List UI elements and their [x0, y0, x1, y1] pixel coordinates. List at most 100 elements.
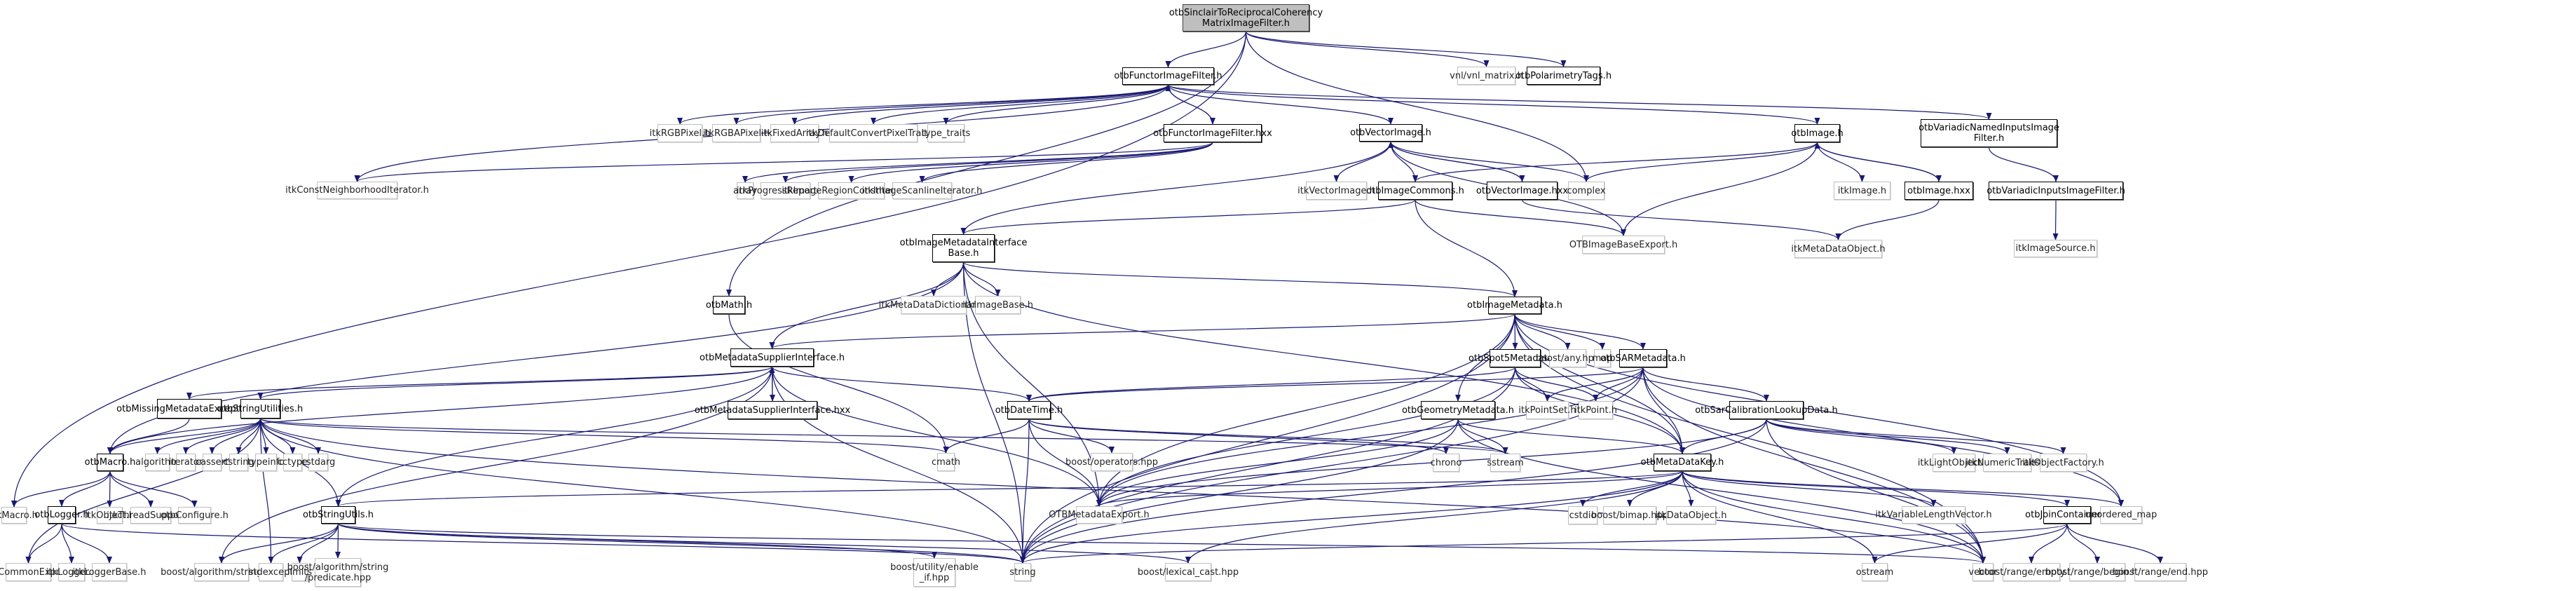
edge-stringUtilities-to-stdexcept: [259, 418, 274, 564]
edge-stringUtilities-to-otbMacro: [107, 418, 261, 454]
edge-imageMetadata-to-string: [1020, 313, 1515, 564]
edge-sarMetadata-to-metaDataKey: [1642, 367, 1685, 454]
node-date-time[interactable]: otbDateTime.h: [995, 401, 1063, 419]
edge-imageMetadataIfBase-to-string: [962, 261, 1025, 564]
edge-sarMetadata-to-unorderedMap: [1642, 367, 2124, 507]
edge-imageCommons-to-imageMetadataIfBase: [960, 199, 1416, 235]
edge-metaDataKey-to-stringUtils: [336, 470, 1683, 507]
node-sar-metadata[interactable]: otbSARMetadata.h: [1600, 349, 1686, 367]
edge-stringUtils-to-boostLexicalCast: [337, 523, 1191, 564]
edge-sarCalibLookup-to-itkLightObject: [1766, 419, 1957, 454]
edge-otbImage-to-otbImageBaseExport: [1621, 142, 1818, 236]
edge-root-to-otbMath: [726, 31, 1247, 297]
edge-imageMetadataIfBase-to-imageMetadata: [962, 261, 1518, 297]
node-complex: complex: [1567, 182, 1606, 200]
node-functor-image-filter[interactable]: otbFunctorImageFilter.h: [1114, 67, 1222, 85]
edge-otbLogger-to-itkLogger: [61, 523, 74, 564]
edge-otbImage-to-complex: [1583, 142, 1818, 182]
node-metadata-supplier-if[interactable]: otbMetadataSupplierInterface.h: [700, 348, 845, 367]
edge-vectorImage-to-itkVectorImage: [1333, 141, 1391, 182]
edge-otbImageHxx-to-itkMetaDataObject: [1835, 199, 1940, 240]
edge-otbMath-to-cmath: [728, 313, 949, 454]
node-sar-calib-lookup[interactable]: otbSarCalibrationLookupData.h: [1695, 401, 1838, 419]
node-boost-range-begin: boost/range/begin.hpp: [2045, 563, 2149, 581]
node-variadic-inputs[interactable]: otbVariadicInputsImageFilter.h: [1986, 182, 2125, 200]
node-otb-logger[interactable]: otbLogger.h: [34, 506, 89, 524]
node-vector-image-hxx[interactable]: otbVectorImage.hxx: [1476, 182, 1568, 200]
node-otb-math[interactable]: otbMath.h: [706, 296, 752, 314]
edge-joinContainer-to-string: [1020, 523, 2068, 564]
node-cassert: cassert: [196, 454, 229, 471]
edge-dateTime-to-cmath: [943, 419, 1030, 454]
node-string-utils[interactable]: otbStringUtils.h: [303, 506, 374, 524]
node-itk-logger: itkLogger.h: [46, 563, 97, 581]
edge-otbLogger-to-otbCommonExport: [25, 523, 62, 564]
node-vector: vector: [1968, 563, 1998, 581]
node-string-utilities[interactable]: otbStringUtilities.h: [218, 399, 303, 419]
node-geometry-metadata[interactable]: otbGeometryMetadata.h: [1402, 401, 1514, 419]
node-otb-image[interactable]: otbImage.h: [1791, 124, 1844, 142]
node-itk-data-object: itkDataObject.h: [1656, 506, 1727, 524]
node-join-container[interactable]: otbJoinContainer.h: [2025, 506, 2109, 524]
edge-imageCommons-to-otbImageBaseExport: [1415, 199, 1626, 236]
node-boost-lexical-cast: boost/lexical_cast.hpp: [1138, 563, 1239, 581]
edge-metadataSupplierIf-to-dateTime: [771, 366, 1032, 402]
edge-otbMacro-to-itkThreadSupport: [109, 470, 154, 508]
node-missing-metadata-exc[interactable]: otbMissingMetadataException.h: [116, 399, 262, 419]
node-image-metadata[interactable]: otbImageMetadata.h: [1467, 297, 1562, 314]
node-string: string: [1009, 563, 1036, 581]
edge-sarCalibLookup-to-itkNumericTraits: [1766, 419, 2010, 454]
node-ostream: ostream: [1856, 563, 1893, 581]
node-image-metadata-if-base[interactable]: otbImageMetadataInterface Base.h: [900, 234, 1027, 262]
edge-functorImageFilter-to-typeTraits: [943, 84, 1169, 125]
edge-functorImageFilter-to-itkRGBAPixel: [733, 84, 1169, 125]
edge-functorImageFilter-to-variadicNamed: [1167, 84, 1992, 120]
node-array: array: [733, 182, 757, 199]
edge-functorImageFilter-to-itkFixedArray: [791, 84, 1169, 125]
edge-stringUtilities-to-algorithm: [154, 418, 261, 454]
node-itk-image: itkImage.h: [1834, 182, 1890, 200]
edge-imageMetadataIfBase-to-itkMetaDataDictionary: [931, 261, 965, 297]
edge-geometryMetadata-to-metaDataKey: [1457, 419, 1685, 454]
node-boost-enable-if: boost/utility/enable _if.hpp: [890, 558, 979, 587]
edge-stringUtilities-to-cstdarg: [259, 418, 321, 454]
node-spot5-metadata[interactable]: otbSpot5Metadata.h: [1468, 349, 1562, 367]
edge-functorImageFilterHxx-to-regionConstIter: [848, 142, 1213, 183]
node-otb-metadata-export: OTBMetadataExport.h: [1049, 506, 1150, 524]
node-boost-any: boost/any.hpp: [1536, 349, 1600, 367]
node-itk-meta-data-object: itkMetaDataObject.h: [1791, 240, 1886, 258]
edge-otbImage-to-itkImage: [1816, 142, 1865, 182]
edge-missingMetadataExc-to-otbMacro: [107, 418, 190, 454]
node-polarimetry-tags[interactable]: otbPolarimetryTags.h: [1515, 67, 1611, 85]
node-otb-image-hxx[interactable]: otbImage.hxx: [1904, 182, 1973, 200]
edge-spot5Metadata-to-otbMetadataExport: [1096, 367, 1516, 507]
edge-stringUtilities-to-string: [259, 418, 1025, 564]
edge-otbMacro-to-otbConfigure: [109, 470, 198, 508]
edge-vectorImageHxx-to-vectorImage: [1388, 141, 1523, 182]
node-image-commons[interactable]: otbImageCommons.h: [1366, 182, 1464, 200]
edge-metaDataKey-to-string: [1020, 470, 1683, 564]
node-type-traits: type_traits: [922, 124, 970, 142]
node-otb-macro[interactable]: otbMacro.h: [85, 454, 135, 471]
node-variadic-named[interactable]: otbVariadicNamedInputsImage Filter.h: [1919, 119, 2059, 147]
edge-metadataSupplierIf-to-otbMacro: [107, 366, 773, 454]
edge-sarCalibLookup-to-itkObjectFactory: [1766, 419, 2066, 454]
node-itk-var-len-vector: itkVariableLengthVector.h: [1875, 506, 1992, 524]
node-vector-image[interactable]: otbVectorImage.h: [1350, 124, 1431, 142]
edge-otbMacro-to-itkObject: [107, 470, 113, 508]
edge-stringUtils-to-vector: [337, 523, 1986, 564]
edge-geometryMetadata-to-sstream: [1457, 419, 1508, 454]
edge-imageMetadata-to-sarMetadata: [1514, 313, 1646, 350]
edge-otbLogger-to-string: [61, 523, 1025, 564]
edge-functorImageFilter-to-itkRGBPixel: [677, 84, 1169, 125]
edge-stringUtilities-to-iterator: [183, 418, 261, 454]
node-root[interactable]: otbSinclairToReciprocalCoherency MatrixI…: [1169, 4, 1323, 32]
edge-vectorImage-to-imageCommons: [1390, 141, 1418, 182]
node-meta-data-key[interactable]: otbMetaDataKey.h: [1641, 454, 1724, 471]
node-typeinfo: typeinfo: [247, 454, 285, 471]
edge-dateTime-to-boostOperators: [1028, 419, 1115, 454]
edge-geometryMetadata-to-vector: [1457, 419, 1986, 564]
node-metadata-supplier-if-hxx[interactable]: otbMetadataSupplierInterface.hxx: [695, 401, 850, 419]
edge-imageCommons-to-imageMetadata: [1415, 199, 1518, 297]
node-functor-image-filter-hxx[interactable]: otbFunctorImageFilter.hxx: [1153, 124, 1272, 142]
